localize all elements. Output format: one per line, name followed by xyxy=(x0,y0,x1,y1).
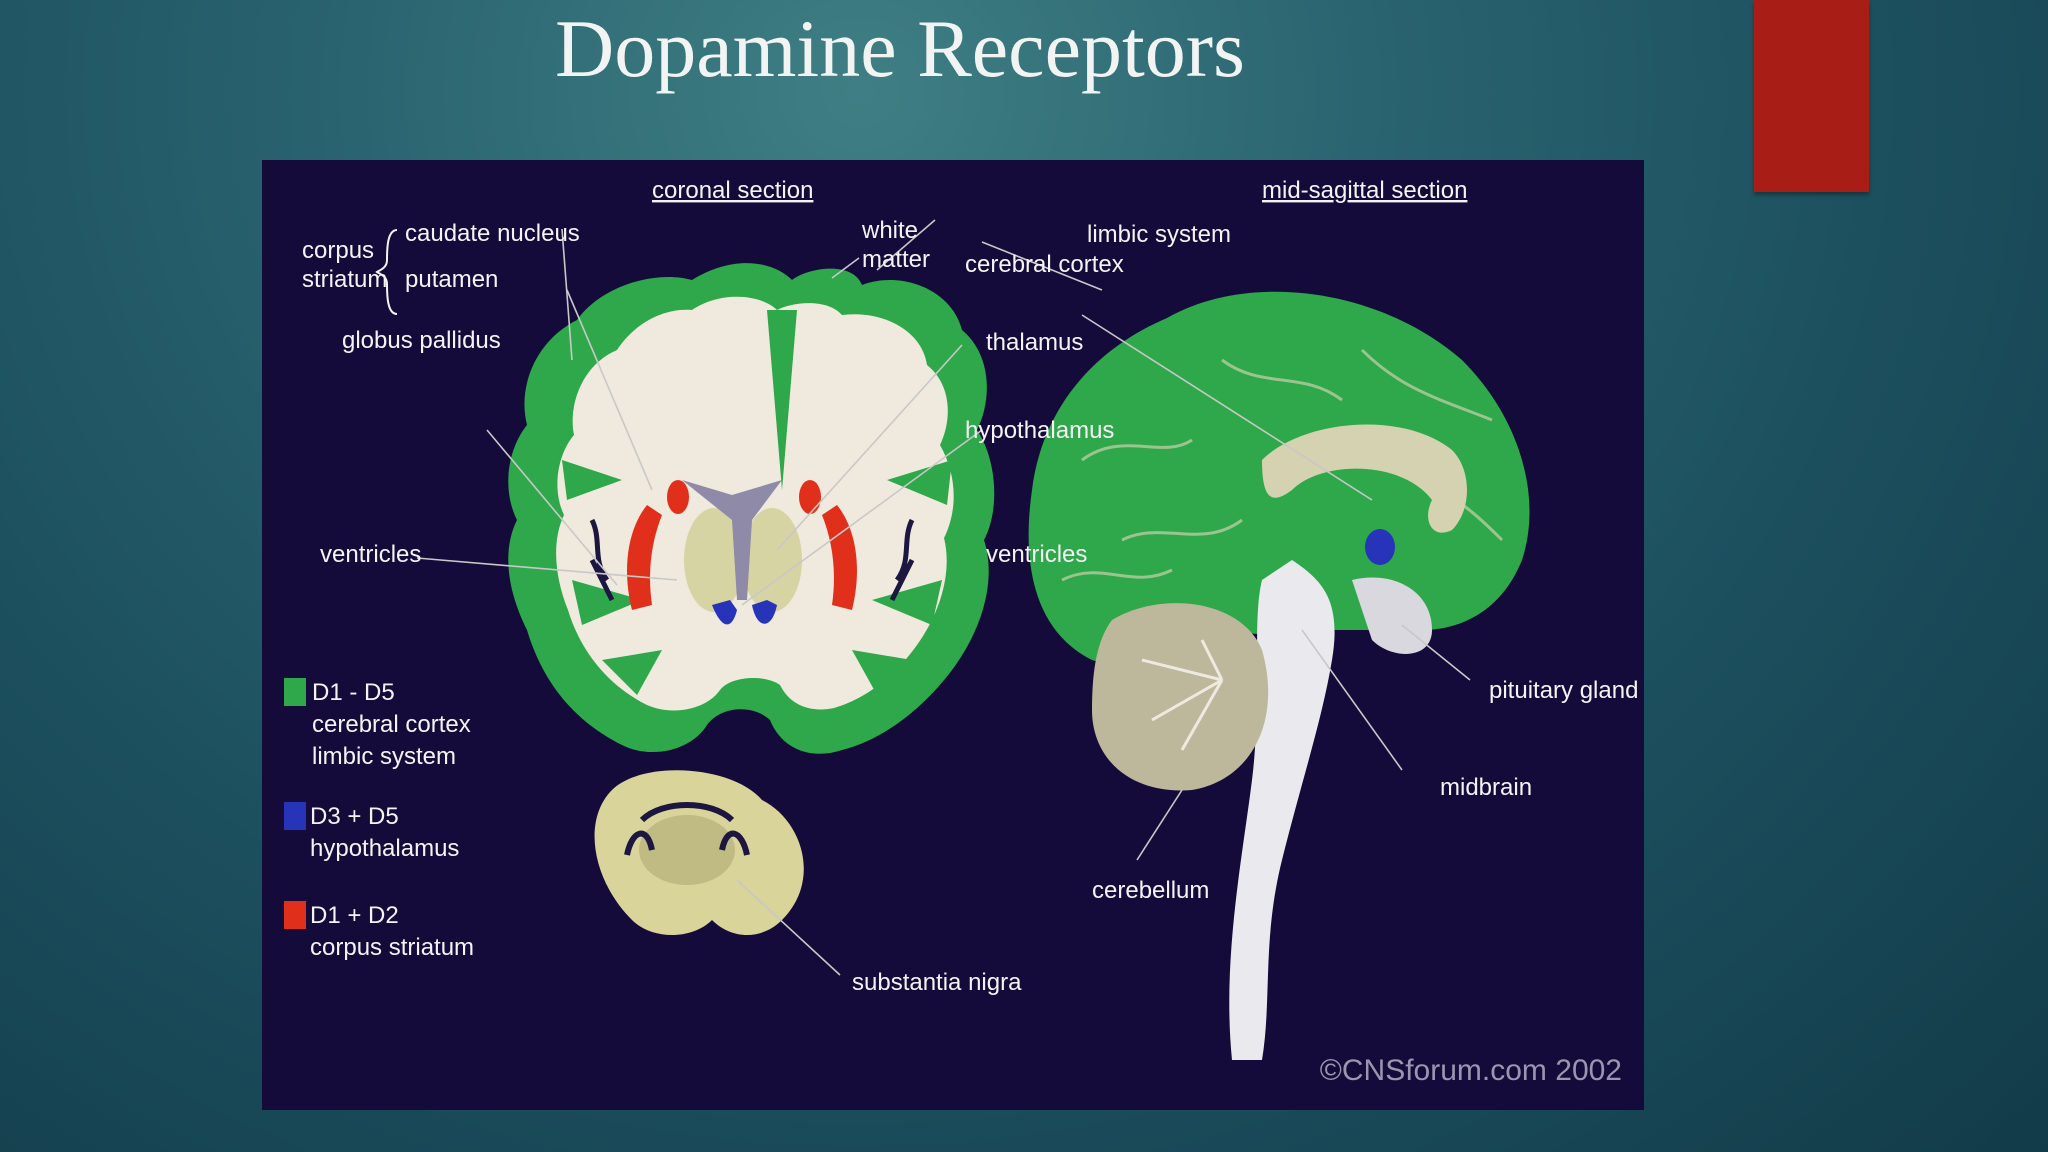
coronal-ventricle-dark-right xyxy=(889,518,915,602)
coronal-caudate-right xyxy=(799,480,821,514)
legend-swatch-d1-d2 xyxy=(284,901,306,929)
label-hypothalamus: hypothalamus xyxy=(965,417,1114,444)
label-matter: matter xyxy=(862,246,930,273)
coronal-caudate-left xyxy=(667,480,689,514)
brainstem-section xyxy=(594,770,804,935)
accent-rectangle xyxy=(1754,0,1869,192)
label-corpus: corpus xyxy=(302,237,374,264)
coronal-thalamus-right xyxy=(742,508,802,612)
sagittal-cerebellum xyxy=(1092,603,1269,791)
label-mid-sagittal-section: mid-sagittal section xyxy=(1262,177,1467,204)
brain-diagram: coronal section mid-sagittal section cor… xyxy=(262,160,1644,1110)
coronal-thalamus-left xyxy=(684,508,744,612)
label-white: white xyxy=(861,217,918,244)
sagittal-hypothalamus-blue xyxy=(1365,529,1395,565)
label-limbic-system: limbic system xyxy=(1087,221,1231,248)
label-putamen: putamen xyxy=(405,266,498,293)
leader-lines xyxy=(416,219,1471,976)
sagittal-pituitary xyxy=(1352,577,1432,654)
label-thalamus: thalamus xyxy=(986,329,1083,356)
legend-d3-d5-title: D3 + D5 xyxy=(310,803,399,830)
brainstem-inner xyxy=(639,815,735,885)
label-ventricles-left: ventricles xyxy=(320,541,421,568)
corpus-striatum-brace xyxy=(375,229,398,315)
label-ventricles-right: ventricles xyxy=(986,541,1087,568)
sagittal-cortex-folds xyxy=(1061,348,1504,582)
legend-d1-d2-title: D1 + D2 xyxy=(310,902,399,929)
slide-title: Dopamine Receptors xyxy=(555,3,1245,94)
coronal-hypothalamus-blue xyxy=(712,600,777,625)
legend-d3-d5-line2: hypothalamus xyxy=(310,835,459,862)
sagittal-corpus-callosum xyxy=(1262,424,1467,533)
coronal-ventricle-grey xyxy=(682,480,782,600)
brain-diagram-svg: coronal section mid-sagittal section cor… xyxy=(284,177,1638,1087)
legend: D1 - D5 cerebral cortex limbic system D3… xyxy=(284,678,474,961)
legend-d1-d2-line2: corpus striatum xyxy=(310,934,474,961)
label-cerebral-cortex: cerebral cortex xyxy=(965,251,1124,278)
label-pituitary-gland: pituitary gland xyxy=(1489,677,1638,704)
sagittal-brain xyxy=(1028,291,1530,1060)
copyright-text: ©CNSforum.com 2002 xyxy=(1320,1054,1622,1087)
coronal-putamen-right xyxy=(822,505,857,610)
substantia-nigra-band xyxy=(624,802,750,856)
legend-d1-d5-title: D1 - D5 xyxy=(312,679,395,706)
label-striatum: striatum xyxy=(302,266,387,293)
legend-swatch-d1-d5 xyxy=(284,678,306,706)
sagittal-brainstem xyxy=(1229,560,1335,1060)
diagram-labels: coronal section mid-sagittal section cor… xyxy=(302,177,1638,996)
legend-d1-d5-line2: cerebral cortex xyxy=(312,711,471,738)
label-cerebellum: cerebellum xyxy=(1092,877,1209,904)
legend-d1-d5-line3: limbic system xyxy=(312,743,456,770)
coronal-putamen-left xyxy=(627,505,662,610)
label-coronal-section: coronal section xyxy=(652,177,813,204)
label-caudate-nucleus: caudate nucleus xyxy=(405,220,580,247)
legend-swatch-d3-d5 xyxy=(284,802,306,830)
label-globus-pallidus: globus pallidus xyxy=(342,327,501,354)
label-midbrain: midbrain xyxy=(1440,774,1532,801)
sagittal-cerebellum-tree xyxy=(1141,639,1224,751)
label-substantia-nigra: substantia nigra xyxy=(852,969,1022,996)
coronal-brain xyxy=(508,263,995,754)
